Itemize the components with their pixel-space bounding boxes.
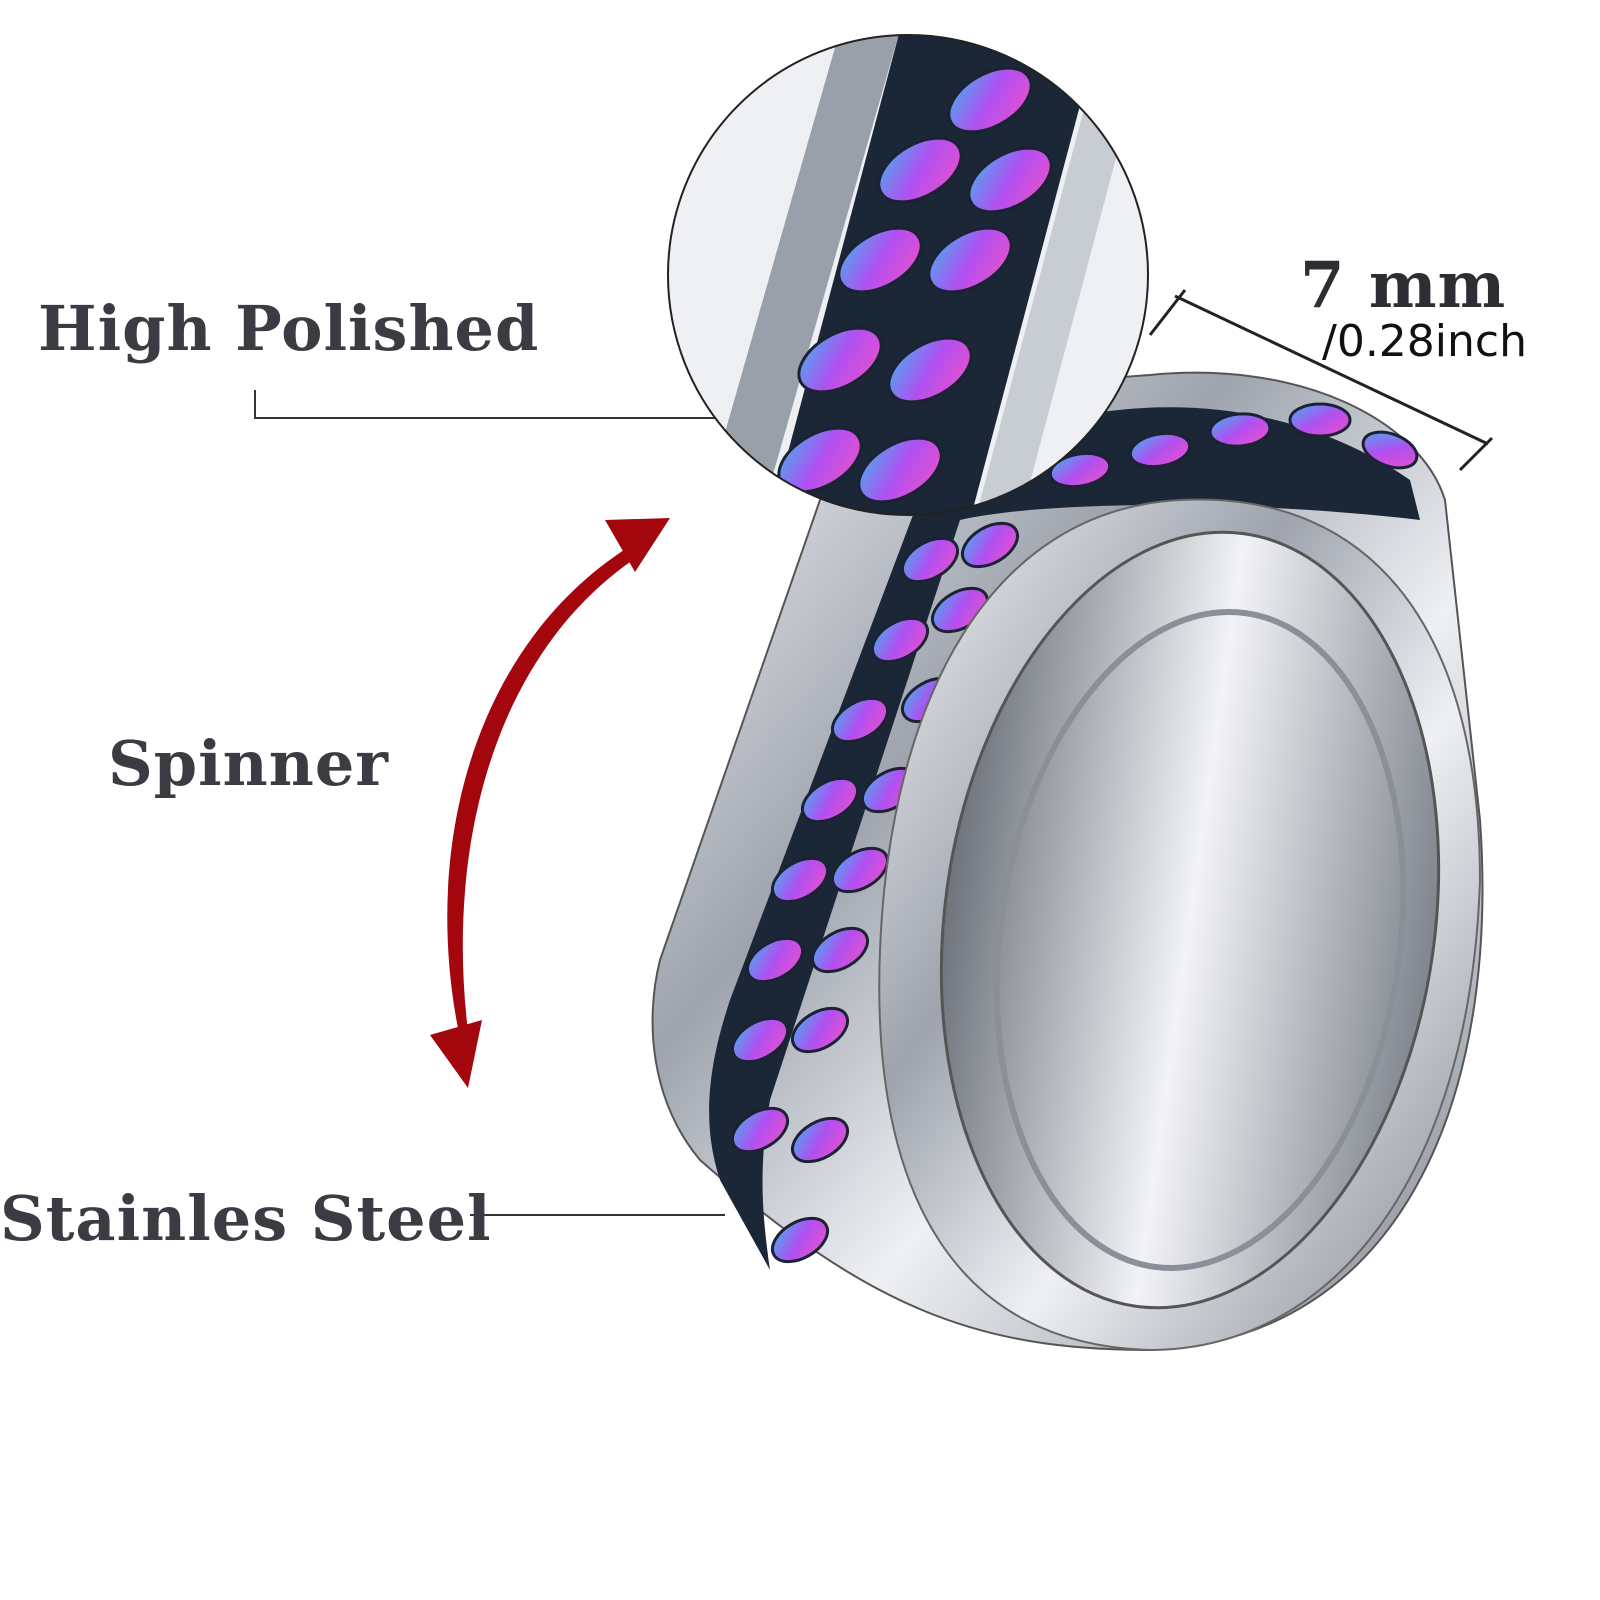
width-inch-label: /0.28inch (1322, 316, 1527, 367)
width-mm-label: 7 mm (1300, 248, 1507, 323)
high-polished-leader-line (254, 390, 716, 419)
stainless-steel-label: Stainles Steel (0, 1182, 492, 1255)
ring-image (651, 371, 1484, 1352)
high-polished-label: High Polished (38, 292, 540, 365)
magnifier-circle-icon (667, 34, 1149, 516)
spin-arrow-icon (430, 518, 670, 1088)
width-dimension-line (1148, 289, 1494, 472)
spinner-label: Spinner (108, 727, 389, 800)
